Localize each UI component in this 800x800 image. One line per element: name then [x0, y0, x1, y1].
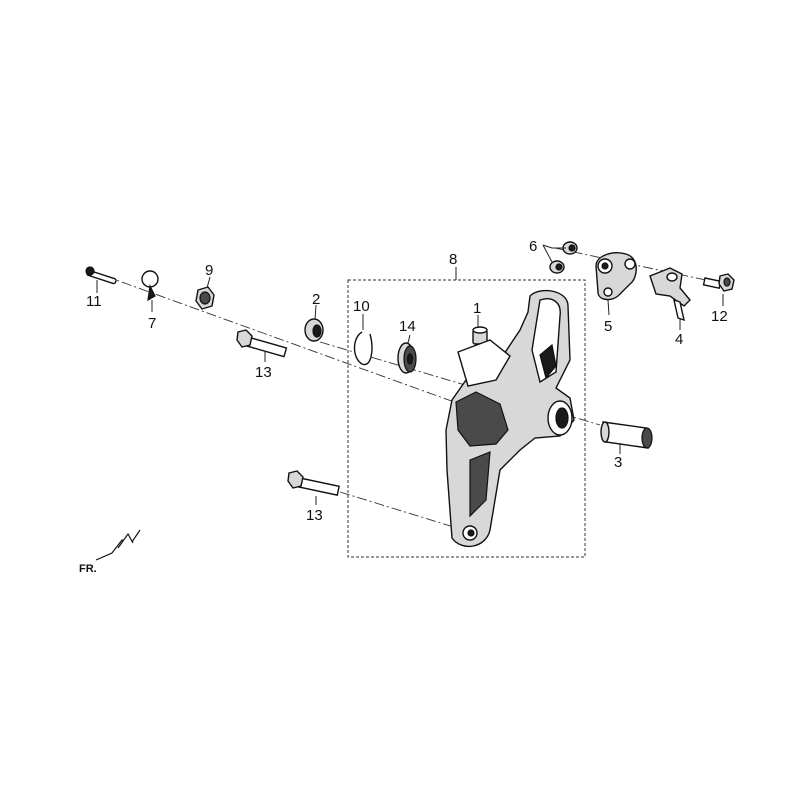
leader-9 [206, 276, 211, 289]
callout-8: 8 [449, 251, 457, 268]
part-13-upper-bolt [236, 329, 288, 358]
assembly-group-box [347, 279, 586, 558]
leader-5 [607, 299, 610, 316]
callout-11: 11 [86, 293, 102, 310]
callout-1: 1 [473, 300, 481, 317]
part-11-pin [85, 266, 117, 285]
orientation-label: FR. [79, 563, 97, 575]
front-orientation-arrow [95, 529, 141, 561]
part-12-bolt [702, 273, 735, 292]
axis-linkage [554, 247, 721, 284]
callout-12: 12 [711, 308, 728, 325]
callout-5: 5 [604, 318, 612, 335]
callout-10: 10 [353, 298, 370, 315]
callout-9: 9 [205, 262, 213, 279]
callout-13-lower: 13 [306, 507, 323, 524]
callout-3: 3 [614, 454, 622, 471]
part-7-clip [141, 270, 159, 302]
part-13-lower-bolt [287, 470, 340, 496]
part-5-link-plate [595, 252, 637, 301]
part-10-circlip [353, 331, 373, 366]
leader-2 [314, 304, 317, 321]
callout-13-upper: 13 [255, 364, 272, 381]
leader-6b [542, 244, 553, 263]
callout-labels: 1 2 3 4 5 6 7 9 10 11 12 13 13 14 [86, 238, 728, 524]
callout-14: 14 [399, 318, 416, 335]
part-8-bracket [445, 289, 575, 548]
axis-lower-bolt [339, 491, 471, 533]
callout-2: 2 [312, 291, 320, 308]
callout-4: 4 [675, 331, 683, 348]
part-9-nut [195, 286, 215, 310]
part-3-sleeve [600, 421, 653, 449]
leader-14 [407, 334, 411, 344]
callout-7: 7 [148, 315, 156, 332]
axis-main-pivot [104, 275, 469, 408]
part-4-lever-arm [649, 267, 691, 322]
part-2-bushing [304, 318, 324, 342]
leader-6a [542, 244, 566, 249]
callout-6: 6 [529, 238, 537, 255]
part-6-nuts [549, 241, 578, 274]
part-14-washer [397, 342, 417, 374]
